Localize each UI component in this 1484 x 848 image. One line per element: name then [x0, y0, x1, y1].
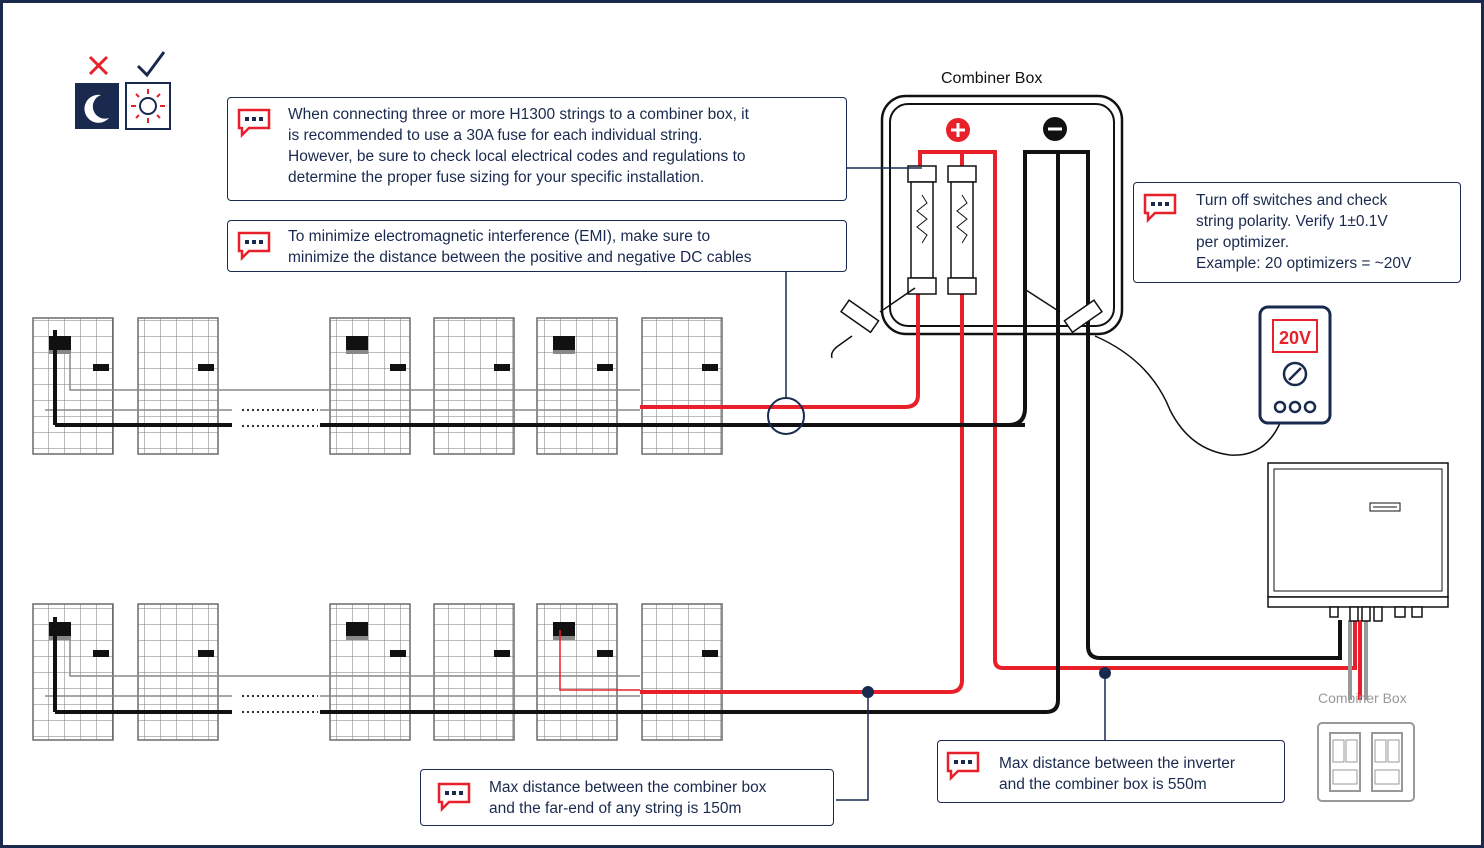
- solar-panel: [536, 317, 618, 455]
- chat-bubble-icon: [237, 231, 271, 261]
- polarity-callout-line-3: per optimizer.: [1196, 234, 1290, 251]
- inverter-distance-line-1: Max distance between the inverter: [999, 755, 1236, 772]
- junction-box: [198, 650, 214, 657]
- red-probe: [830, 287, 916, 359]
- junction-box: [390, 650, 406, 657]
- solar-panel: [641, 603, 723, 741]
- negative-terminal-icon: [1043, 117, 1067, 141]
- solar-panel: [32, 603, 114, 741]
- polarity-callout-line-4: Example: 20 optimizers = ~20V: [1196, 255, 1412, 272]
- polarity-callout-line-1: Turn off switches and check: [1196, 192, 1388, 209]
- fuse-callout-line-4: determine the proper fuse sizing for you…: [288, 169, 705, 186]
- inverter-distance-callout: Max distance between the inverter and th…: [937, 740, 1285, 803]
- fuse-callout-line-3: However, be sure to check local electric…: [288, 148, 746, 165]
- junction-box: [494, 650, 510, 657]
- string-wiring: [45, 640, 640, 697]
- chat-bubble-icon: [237, 108, 271, 138]
- inverter-distance-line-2: and the combiner box is 550m: [999, 776, 1207, 793]
- solar-panel: [329, 317, 411, 455]
- ac-combiner-box: [1317, 722, 1415, 802]
- string-distance-line-1: Max distance between the combiner box: [489, 779, 767, 796]
- fuse-callout: When connecting three or more H1300 stri…: [227, 97, 847, 201]
- optimizer: [49, 622, 71, 640]
- incorrect-x-icon: [88, 55, 109, 76]
- emi-callout-line-1: To minimize electromagnetic interference…: [288, 228, 711, 245]
- solar-panel: [433, 317, 515, 455]
- optimizer: [346, 336, 368, 354]
- inverter-logo-icon: [1369, 502, 1401, 512]
- night-icon: [75, 83, 119, 129]
- solar-panel: [536, 603, 618, 741]
- junction-box: [702, 364, 718, 371]
- emi-callout-line-2: minimize the distance between the positi…: [288, 249, 752, 266]
- optimizer: [553, 336, 575, 354]
- correct-check-icon: [136, 51, 166, 78]
- combiner-box-label: Combiner Box: [941, 70, 1043, 87]
- junction-box: [198, 364, 214, 371]
- junction-box: [597, 650, 613, 657]
- ac-output-cables: [1348, 620, 1368, 700]
- fuse-callout-line-1: When connecting three or more H1300 stri…: [288, 106, 749, 123]
- multimeter: [1258, 305, 1332, 425]
- emi-callout: To minimize electromagnetic interference…: [227, 220, 847, 272]
- fuse-2: [947, 165, 977, 295]
- solar-panel: [329, 603, 411, 741]
- solar-panel: [137, 317, 219, 455]
- positive-cable-thin: [559, 630, 640, 691]
- meter-reading: 20V: [1279, 328, 1311, 348]
- string-distance-line-2: and the far-end of any string is 150m: [489, 800, 742, 817]
- string-distance-marker: [862, 686, 874, 698]
- negative-cables: [53, 150, 1342, 714]
- junction-box: [93, 364, 109, 371]
- small-combiner-box-label: Combiner Box: [1318, 690, 1407, 706]
- polarity-callout-line-2: string polarity. Verify 1±0.1V: [1196, 213, 1388, 230]
- optimizer: [553, 622, 575, 640]
- fuse-1: [907, 165, 937, 295]
- solar-panel: [641, 317, 723, 455]
- fuse-callout-line-2: is recommended to use a 30A fuse for eac…: [288, 127, 703, 144]
- solar-panel-strings: [32, 317, 723, 741]
- continuation-dots: [242, 695, 318, 713]
- string-distance-callout: Max distance between the combiner box an…: [420, 769, 834, 826]
- junction-box: [597, 364, 613, 371]
- chat-bubble-icon: [946, 751, 980, 781]
- emi-marker: [767, 270, 805, 435]
- polarity-callout: Turn off switches and check string polar…: [1133, 182, 1461, 283]
- solar-panel: [433, 603, 515, 741]
- optimizer: [49, 336, 71, 354]
- day-sun-icon: [125, 82, 171, 130]
- solar-panel: [32, 317, 114, 455]
- inverter-distance-marker: [1099, 667, 1111, 679]
- black-probe: [1025, 289, 1286, 456]
- junction-box: [93, 650, 109, 657]
- junction-box: [390, 364, 406, 371]
- optimizer: [346, 622, 368, 640]
- junction-box: [494, 364, 510, 371]
- inverter: [1267, 462, 1449, 622]
- string-wiring: [45, 354, 640, 411]
- solar-panel: [137, 603, 219, 741]
- continuation-dots: [242, 409, 318, 427]
- chat-bubble-icon: [437, 782, 471, 812]
- chat-bubble-icon: [1143, 193, 1177, 223]
- positive-cables: [640, 150, 1362, 700]
- positive-terminal-icon: [946, 118, 970, 142]
- junction-box: [702, 650, 718, 657]
